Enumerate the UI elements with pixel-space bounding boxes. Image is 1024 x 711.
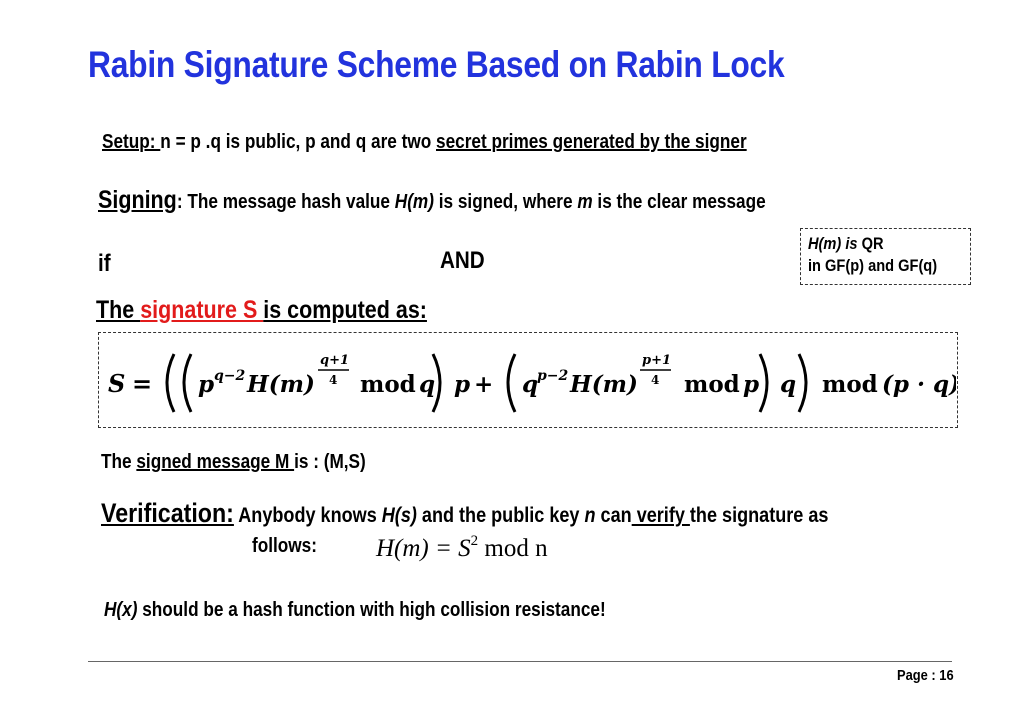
footer-divider (88, 661, 952, 662)
signature-formula-box (98, 332, 958, 428)
formula-exp-p2: p−2 (537, 368, 569, 384)
hash-note: H(x) should be a hash function with high… (104, 599, 606, 622)
verification-formula-right: mod n (478, 535, 548, 562)
qr-hm-is: H(m) is (808, 234, 858, 253)
setup-line: Setup: n = p .q is public, p and q are t… (102, 131, 747, 154)
signed-message-underlined: signed message M (136, 451, 295, 473)
signing-hm: H(m) (394, 191, 434, 213)
qr-condition-box (800, 228, 971, 285)
signature-heading: The signature S is computed as: (96, 296, 427, 325)
signed-message-suffix: is : (M,S) (294, 451, 366, 473)
verification-label: Verification: (101, 498, 234, 528)
verification-hs: H(s) (381, 504, 417, 527)
verification-formula: H(m) = S2 mod n (376, 533, 548, 563)
verification-text-4: the signature as (689, 504, 829, 527)
verification-formula-left: H(m) = S (376, 535, 471, 562)
signed-message-prefix: The (101, 451, 137, 473)
formula-mod-1: mod (360, 371, 416, 398)
page-number: Page : 16 (897, 667, 954, 684)
inner-paren-right-1 (431, 353, 442, 413)
signing-line: Signing: The message hash value H(m) is … (98, 186, 766, 215)
signing-text-1: : The message hash value (176, 191, 395, 213)
qr-gf-text: in GF(p) and GF(q) (808, 256, 938, 275)
formula-p-3: p (743, 371, 759, 398)
frac-p-num: p+1 (642, 353, 671, 368)
signing-text-3: is the clear message (592, 191, 766, 213)
inner-paren-left-1 (182, 353, 193, 413)
if-label: if (98, 250, 111, 277)
hash-note-hx: H(x) (104, 599, 138, 621)
outer-paren-right (797, 353, 808, 413)
formula-mod-3: mod (822, 371, 878, 398)
formula-eq: = (132, 369, 152, 398)
frac-p-den: 4 (651, 373, 659, 387)
verification-text-3: can (595, 504, 632, 527)
and-label: AND (440, 247, 485, 274)
verification-n: n (584, 504, 596, 527)
formula-q-2: q (522, 371, 538, 398)
verification-follows: follows: (252, 535, 317, 557)
formula-q-1: q (419, 371, 435, 398)
signature-heading-suffix: is computed as: (263, 296, 427, 324)
formula-hm-2: H(m) (569, 371, 638, 398)
verification-formula-exp: 2 (470, 533, 479, 549)
signature-heading-red: signature S (140, 296, 264, 324)
verification-verify: verify (631, 504, 690, 527)
formula-hm-1: H(m) (246, 371, 315, 398)
frac-q-num: q+1 (320, 353, 349, 368)
signing-text-2: is signed, where (433, 191, 578, 213)
qr-label: QR (857, 234, 884, 253)
verification-line: Verification: Anybody knows H(s) and the… (101, 498, 828, 529)
outer-paren-left (165, 353, 176, 413)
hash-note-text: should be a hash function with high coll… (137, 599, 606, 621)
formula-exp-q2: q−2 (214, 368, 246, 384)
formula-S: S (108, 369, 125, 398)
formula-p-2: p (454, 371, 470, 398)
signing-label: Signing (98, 186, 177, 214)
signature-heading-prefix: The (96, 296, 141, 324)
signed-message-line: The signed message M is : (M,S) (101, 451, 366, 474)
verification-text-2: and the public key (416, 504, 585, 527)
slide-title: Rabin Signature Scheme Based on Rabin Lo… (88, 44, 785, 85)
signing-m: m (577, 191, 593, 213)
inner-paren-left-2 (506, 353, 517, 413)
verification-text-1: Anybody knows (233, 504, 382, 527)
formula-plus: + (474, 371, 493, 398)
inner-paren-right-2 (758, 353, 769, 413)
frac-q-den: 4 (329, 373, 337, 387)
formula-mod-2: mod (684, 371, 740, 398)
qr-condition-text: H(m) is QR in GF(p) and GF(q) (808, 233, 937, 277)
formula-q-3: q (780, 371, 796, 398)
signature-formula: S = p q−2 H(m) q+1 4 mod q p + q p−2 H(m… (108, 353, 956, 413)
formula-pq: (p · q) (882, 371, 956, 398)
formula-p-1: p (198, 371, 214, 398)
setup-underlined: secret primes generated by the signer (436, 131, 747, 153)
setup-text: n = p .q is public, p and q are two (160, 131, 437, 153)
setup-label: Setup: (102, 131, 161, 153)
